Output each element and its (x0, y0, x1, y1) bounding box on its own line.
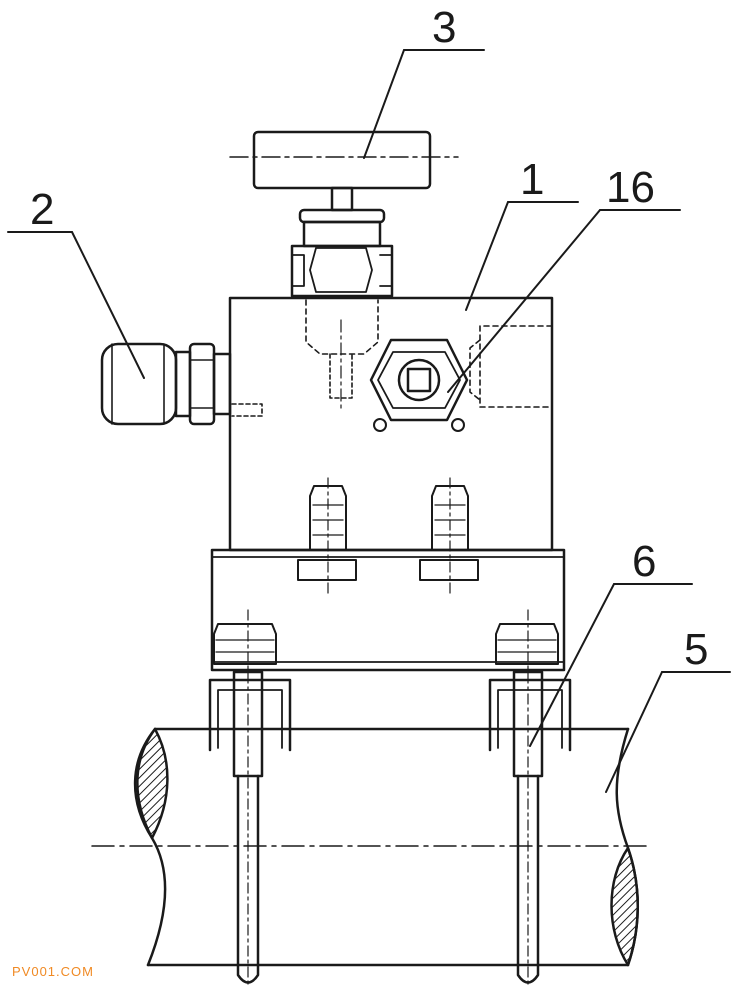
callout-1: 1 (520, 155, 544, 204)
valve-stem-assembly (229, 130, 459, 298)
leader-line-3 (363, 49, 405, 159)
leader-line-1 (465, 201, 509, 311)
leader-line-16 (447, 209, 601, 393)
plug-fitting (369, 338, 469, 432)
compression-fitting (100, 342, 232, 426)
callout-5: 5 (684, 625, 708, 674)
u-bolt-right (488, 609, 572, 986)
pipe (91, 727, 651, 967)
callout-3: 3 (432, 3, 456, 52)
callout-2: 2 (30, 185, 54, 234)
callout-16: 16 (606, 163, 655, 212)
body-bolt-right (419, 477, 479, 597)
pipe-left-section-hatch (136, 727, 169, 840)
leader-line-2 (71, 231, 145, 379)
leader-line-5 (605, 671, 663, 793)
leader-line-6 (529, 583, 615, 747)
manifold-body (228, 296, 554, 552)
callout-6: 6 (632, 537, 656, 586)
pipe-right-section-hatch (610, 846, 639, 967)
watermark: PV001.COM (12, 964, 94, 979)
body-bolt-left (297, 477, 357, 597)
u-bolt-left (208, 609, 292, 986)
